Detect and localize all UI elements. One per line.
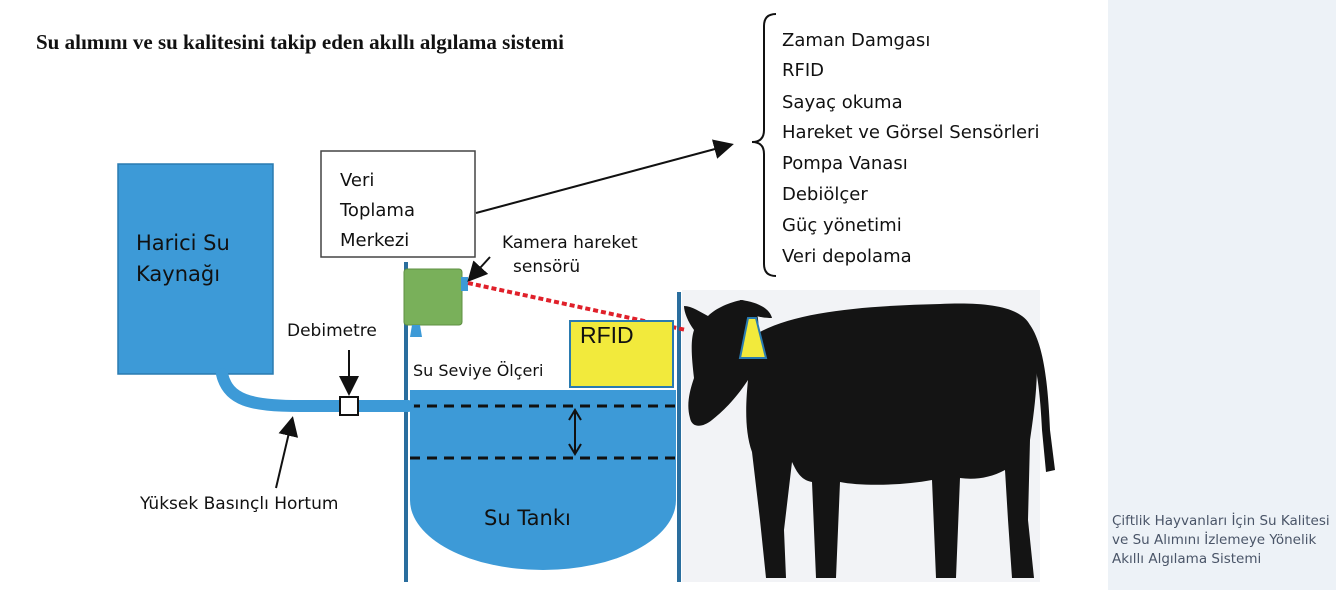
water-level-arrow-top: [568, 408, 582, 421]
hose-label: Yüksek Basınçlı Hortum: [140, 494, 339, 514]
tank-label: Su Tankı: [484, 506, 571, 530]
component-item: Veri depolama: [782, 246, 912, 267]
flowmeter-box: [339, 396, 359, 416]
component-item: RFID: [782, 60, 825, 81]
external-source-label-line1: Harici Su: [136, 231, 230, 255]
component-item: Zaman Damgası: [782, 30, 931, 51]
data-center-box: [320, 150, 476, 258]
hose-pointer: [275, 416, 299, 489]
component-item: Güç yönetimi: [782, 215, 902, 236]
camera-pointer: [467, 256, 491, 282]
camera-sensor-body: [403, 268, 463, 326]
external-water-source-box: [117, 163, 274, 375]
data-center-label-line2: Toplama: [340, 200, 415, 221]
water-level-arrow-bottom: [568, 443, 582, 456]
rfid-reader-box: [569, 320, 674, 388]
camera-label-line2: sensörü: [513, 257, 581, 277]
rfid-ear-tag: [738, 317, 768, 359]
level-gauge-label: Su Seviye Ölçeri: [413, 361, 544, 380]
high-pressure-hose: [216, 368, 414, 412]
camera-sensor-lens: [461, 277, 468, 291]
caption-sidebar: [1108, 0, 1336, 590]
diagram-title: Su alımını ve su kalitesini takip eden a…: [36, 30, 564, 54]
diagram-graphics: [117, 13, 1055, 582]
flowmeter-label: Debimetre: [287, 321, 377, 341]
camera-label-line1: Kamera hareket: [502, 233, 638, 253]
rfid-reader-label: RFID: [580, 322, 634, 348]
camera-sensor-base: [410, 325, 422, 337]
component-item: Hareket ve Görsel Sensörleri: [782, 122, 1040, 143]
component-item: Debiölçer: [782, 184, 868, 205]
figure-caption: Çiftlik Hayvanları İçin Su Kalitesi ve S…: [1112, 513, 1330, 567]
component-item: Sayaç okuma: [782, 92, 903, 113]
external-source-label-line2: Kaynağı: [136, 262, 221, 286]
data-center-to-list-arrow: [475, 139, 734, 214]
components-brace: [751, 13, 777, 277]
data-center-label-line3: Merkezi: [340, 230, 410, 251]
water-tank-body: [410, 390, 676, 570]
component-item: Pompa Vanası: [782, 153, 908, 174]
diagram-figure: Su alımını ve su kalitesini takip eden a…: [36, 13, 1055, 582]
cow-silhouette: [684, 300, 1055, 578]
data-center-label-line1: Veri: [340, 170, 375, 191]
